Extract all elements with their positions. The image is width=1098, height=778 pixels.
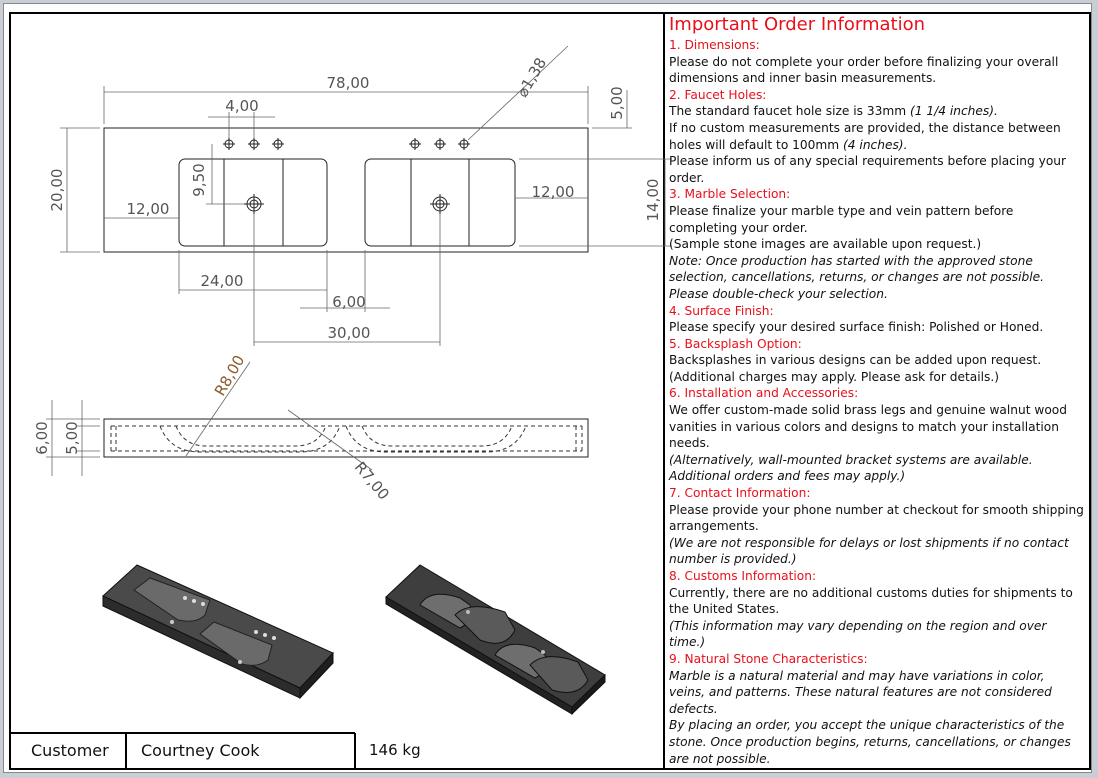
top-view: [103, 127, 589, 253]
section-text-main: Currently, there are no additional custo…: [669, 585, 1073, 617]
dim-outer-height: 6,00: [33, 421, 51, 454]
section-text-main: Please finalize your marble type and vei…: [669, 203, 1014, 235]
faucet-holes-right: [409, 138, 470, 150]
section-text: Please specify your desired surface fini…: [669, 319, 1084, 336]
section-text-main: The standard faucet hole size is 33mm: [669, 104, 907, 119]
isometric-view-bottom: [385, 564, 606, 716]
faucet-holes-left: [223, 138, 284, 150]
section-text: If no custom measurements are provided, …: [669, 120, 1084, 153]
section-heading: 6. Installation and Accessories:: [669, 386, 859, 401]
section-heading: 1. Dimensions:: [669, 38, 760, 52]
dim-faucet-diameter: ⌀1,38: [513, 55, 550, 101]
section-heading: 2. Faucet Holes:: [669, 87, 767, 102]
section-text: The standard faucet hole size is 33mm (1…: [669, 103, 1084, 120]
section-heading: 4. Surface Finish:: [669, 303, 774, 318]
section-text: We offer custom-made solid brass legs an…: [669, 402, 1084, 452]
section-text-main: We offer custom-made solid brass legs an…: [669, 403, 1068, 451]
section-text: Please do not complete your order before…: [669, 54, 1084, 87]
dim-drain-spacing: 30,00: [328, 324, 371, 342]
section-text-main: (Sample stone images are available upon …: [669, 237, 982, 252]
customer-name: Courtney Cook: [141, 741, 260, 760]
dim-overall-length: 78,00: [327, 74, 370, 92]
section-text-main: (Alternatively, wall-mounted bracket sys…: [669, 452, 1033, 484]
section-text-main: Note: Once production has started with t…: [669, 253, 1045, 301]
dim-basin-right-offset: 12,00: [532, 183, 575, 201]
dim-inner-height: 5,00: [63, 421, 81, 454]
dim-basin-width: 24,00: [201, 272, 244, 290]
section-text-main: Please do not complete your order before…: [669, 54, 1059, 86]
dim-edge-offset-top: 5,00: [608, 86, 626, 119]
drain-left: [244, 194, 264, 214]
info-sections: 1. Dimensions: Please do not complete you…: [669, 37, 1084, 767]
dim-basin-left-offset: 12,00: [127, 200, 170, 218]
section-text-main: (This information may vary depending on …: [669, 618, 1047, 650]
section-text-main: (Additional charges may apply. Please as…: [669, 369, 999, 384]
section-text: Please inform us of any special requirem…: [669, 153, 1084, 186]
dim-depth: 20,00: [48, 169, 66, 212]
section-text-italic: (1 1/4 inches).: [906, 104, 998, 119]
customer-label: Customer: [31, 741, 109, 760]
dim-basin-gap: 6,00: [332, 293, 365, 311]
section-text: (This information may vary depending on …: [669, 618, 1084, 651]
dim-basin-to-drain: 9,50: [190, 163, 208, 196]
section-text-main: Please specify your desired surface fini…: [669, 320, 1044, 335]
section-text: Marble is a natural material and may hav…: [669, 668, 1084, 718]
dim-radius-small: R7,00: [351, 458, 393, 503]
section-heading: 5. Backsplash Option:: [669, 336, 802, 351]
section-text-main: Please inform us of any special requirem…: [669, 154, 1067, 185]
drawing-frame: [9, 12, 1091, 770]
section-text: (Alternatively, wall-mounted bracket sys…: [669, 452, 1084, 485]
section-text: Currently, there are no additional custo…: [669, 585, 1084, 618]
section-text-italic: (4 inches).: [839, 137, 908, 152]
section-text: Note: Once production has started with t…: [669, 253, 1084, 303]
section-text: Backsplashes in various designs can be a…: [669, 352, 1084, 369]
section-text-main: By placing an order, you accept the uniq…: [669, 718, 1071, 766]
dim-faucet-spacing: 4,00: [225, 97, 258, 115]
section-text-main: Backsplashes in various designs can be a…: [669, 353, 1042, 368]
section-text: (We are not responsible for delays or lo…: [669, 535, 1084, 568]
section-text: By placing an order, you accept the uniq…: [669, 717, 1084, 767]
front-view-outline: [103, 418, 589, 458]
section-heading: 8. Customs Information:: [669, 569, 817, 583]
left-basin: [178, 158, 328, 247]
section-text: (Additional charges may apply. Please as…: [669, 369, 1084, 386]
section-text: (Sample stone images are available upon …: [669, 236, 1084, 253]
order-info-panel: Important Order Information 1. Dimension…: [669, 13, 1084, 767]
isometric-view-top: [102, 564, 334, 700]
title-block: [10, 732, 356, 770]
section-text: Please finalize your marble type and vei…: [669, 203, 1084, 236]
section-heading: 9. Natural Stone Characteristics:: [669, 651, 868, 666]
section-text: Please provide your phone number at chec…: [669, 502, 1084, 535]
section-heading: 3. Marble Selection:: [669, 187, 791, 202]
info-title: Important Order Information: [669, 14, 926, 35]
front-view-dimensions: [46, 361, 373, 476]
drain-right: [430, 194, 450, 214]
dim-basin-depth: 14,00: [644, 179, 662, 222]
top-view-dimensions: [60, 45, 672, 346]
section-text-main: Marble is a natural material and may hav…: [669, 668, 1052, 716]
section-text-main: (We are not responsible for delays or lo…: [669, 535, 1069, 567]
top-view-outline: [103, 127, 589, 253]
section-heading: 7. Contact Information:: [669, 486, 811, 501]
weight-value: 146 kg: [369, 741, 421, 759]
dim-radius-large: R8,00: [211, 352, 249, 399]
section-text-main: If no custom measurements are provided, …: [669, 120, 1061, 152]
section-text-main: Please provide your phone number at chec…: [669, 502, 1084, 534]
